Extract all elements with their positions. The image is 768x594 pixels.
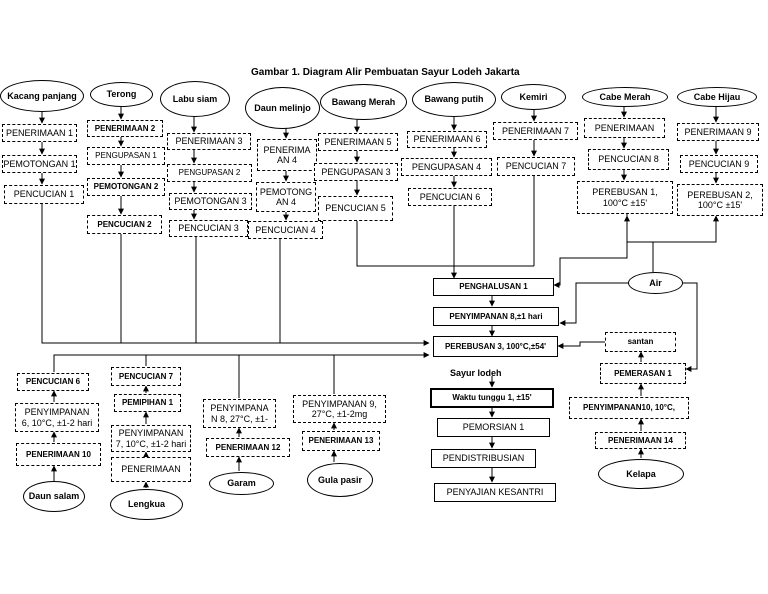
step-penyimpanan-8-garam: PENYIMPANA N 8, 27°C, ±1- xyxy=(203,399,276,428)
step-pencucian-6: PENCUCIAN 6 xyxy=(408,188,492,206)
step-waktu-tunggu-1: Waktu tunggu 1, ±15' xyxy=(430,388,554,408)
sayur-lodeh-label: Sayur lodeh xyxy=(450,368,502,378)
step-pencucian-9: PENCUCIAN 9 xyxy=(680,155,758,173)
step-penerimaan-1: PENERIMAAN 1 xyxy=(2,124,77,142)
source-garam: Garam xyxy=(209,472,274,495)
step-pemotongan-2: PEMOTONGAN 2 xyxy=(87,178,165,196)
step-penyimpanan-9: PENYIMPANAN 9, 27°C, ±1-2mg xyxy=(293,395,386,423)
step-penerimaan-12: PENERIMAAN 12 xyxy=(206,438,290,457)
step-pengupasan-3: PENGUPASAN 3 xyxy=(314,163,398,181)
source-kacang-panjang: Kacang panjang xyxy=(0,80,84,112)
step-penerimaan-13: PENERIMAAN 13 xyxy=(302,431,380,451)
source-terong: Terong xyxy=(90,82,153,107)
step-pengupasan-1: PENGUPASAN 1 xyxy=(87,147,165,165)
step-pendistribusian: PENDISTRIBUSIAN xyxy=(431,449,536,468)
step-pencucian-1: PENCUCIAN 1 xyxy=(4,185,84,204)
step-penerimaan-2: PENERIMAAN 2 xyxy=(87,120,163,137)
step-pemerasan-1: PEMERASAN 1 xyxy=(600,363,686,384)
step-pengupasan-2: PENGUPASAN 2 xyxy=(167,164,252,182)
step-perebusan-2: PEREBUSAN 2, 100°C ±15' xyxy=(677,184,763,216)
step-penerimaan-10: PENERIMAAN 10 xyxy=(16,443,101,466)
source-bawang-putih: Bawang putih xyxy=(412,82,496,117)
step-penyimpanan-6: PENYIMPANAN 6, 10°C, ±1-2 hari xyxy=(15,403,99,432)
step-penerimaan-4: PENERIMA AN 4 xyxy=(257,139,317,171)
step-perebusan-3: PEREBUSAN 3, 100°C,±54' xyxy=(433,336,558,357)
step-pengupasan-4: PENGUPASAN 4 xyxy=(401,158,492,176)
step-penerimaan-6: PENERIMAAN 6 xyxy=(407,131,487,148)
source-lengkua: Lengkua xyxy=(110,489,183,520)
step-pemotongan-4: PEMOTONG AN 4 xyxy=(256,182,316,212)
source-gula-pasir: Gula pasir xyxy=(307,463,373,497)
source-kemiri: Kemiri xyxy=(501,84,566,110)
step-pencucian-3: PENCUCIAN 3 xyxy=(169,220,248,237)
step-penerimaan-9: PENERIMAAN 9 xyxy=(677,123,759,141)
step-penerimaan-cabe-merah: PENERIMAAN xyxy=(584,118,665,138)
step-penerimaan-lengkua: PENERIMAAN xyxy=(111,457,191,482)
step-penghalusan-1: PENGHALUSAN 1 xyxy=(433,278,554,296)
step-pencucian-5: PENCUCIAN 5 xyxy=(318,196,393,221)
step-penyimpanan-10: PENYIMPANAN10, 10°C, xyxy=(569,397,689,419)
step-pemipihan-1: PEMIPIHAN 1 xyxy=(114,394,181,412)
step-penerimaan-14: PENERIMAAN 14 xyxy=(595,432,686,449)
source-daun-melinjo: Daun melinjo xyxy=(245,87,320,129)
step-pencucian-8: PENCUCIAN 8 xyxy=(588,149,669,170)
step-penyajian-kesantri: PENYAJIAN KESANTRI xyxy=(434,483,556,502)
step-pencucian-2: PENCUCIAN 2 xyxy=(87,215,162,234)
step-pemotongan-3: PEMOTONGAN 3 xyxy=(169,193,252,210)
source-kelapa: Kelapa xyxy=(598,459,684,489)
source-air: Air xyxy=(628,272,683,294)
step-pencucian-7-lengkua: PENCUCIAN 7 xyxy=(111,367,181,386)
step-penerimaan-5: PENERIMAAN 5 xyxy=(318,133,398,151)
step-perebusan-1: PEREBUSAN 1, 100°C ±15' xyxy=(577,181,673,214)
diagram-title: Gambar 1. Diagram Alir Pembuatan Sayur L… xyxy=(251,67,520,78)
step-penerimaan-3: PENERIMAAN 3 xyxy=(167,133,251,150)
step-penerimaan-7: PENERIMAAN 7 xyxy=(493,122,578,140)
step-penyimpanan-7: PENYIMPANAN 7, 10°C, ±1-2 hari xyxy=(111,425,191,452)
source-bawang-merah: Bawang Merah xyxy=(320,84,407,120)
step-pencucian-7: PENCUCIAN 7 xyxy=(497,157,575,176)
source-cabe-hijau: Cabe Hijau xyxy=(677,87,757,107)
source-cabe-merah: Cabe Merah xyxy=(582,87,668,107)
step-pencucian-4: PENCUCIAN 4 xyxy=(248,221,323,239)
source-labu-siam: Labu siam xyxy=(160,81,230,117)
step-pemorsian-1: PEMORSIAN 1 xyxy=(437,418,550,437)
step-pencucian-6-daun-salam: PENCUCIAN 6 xyxy=(17,373,89,391)
step-pemotongan-1: PEMOTONGAN 1 xyxy=(2,155,77,173)
step-penyimpanan-8: PENYIMPANAN 8,±1 hari xyxy=(433,307,559,326)
product-santan: santan xyxy=(605,332,676,352)
source-daun-salam: Daun salam xyxy=(23,481,85,512)
